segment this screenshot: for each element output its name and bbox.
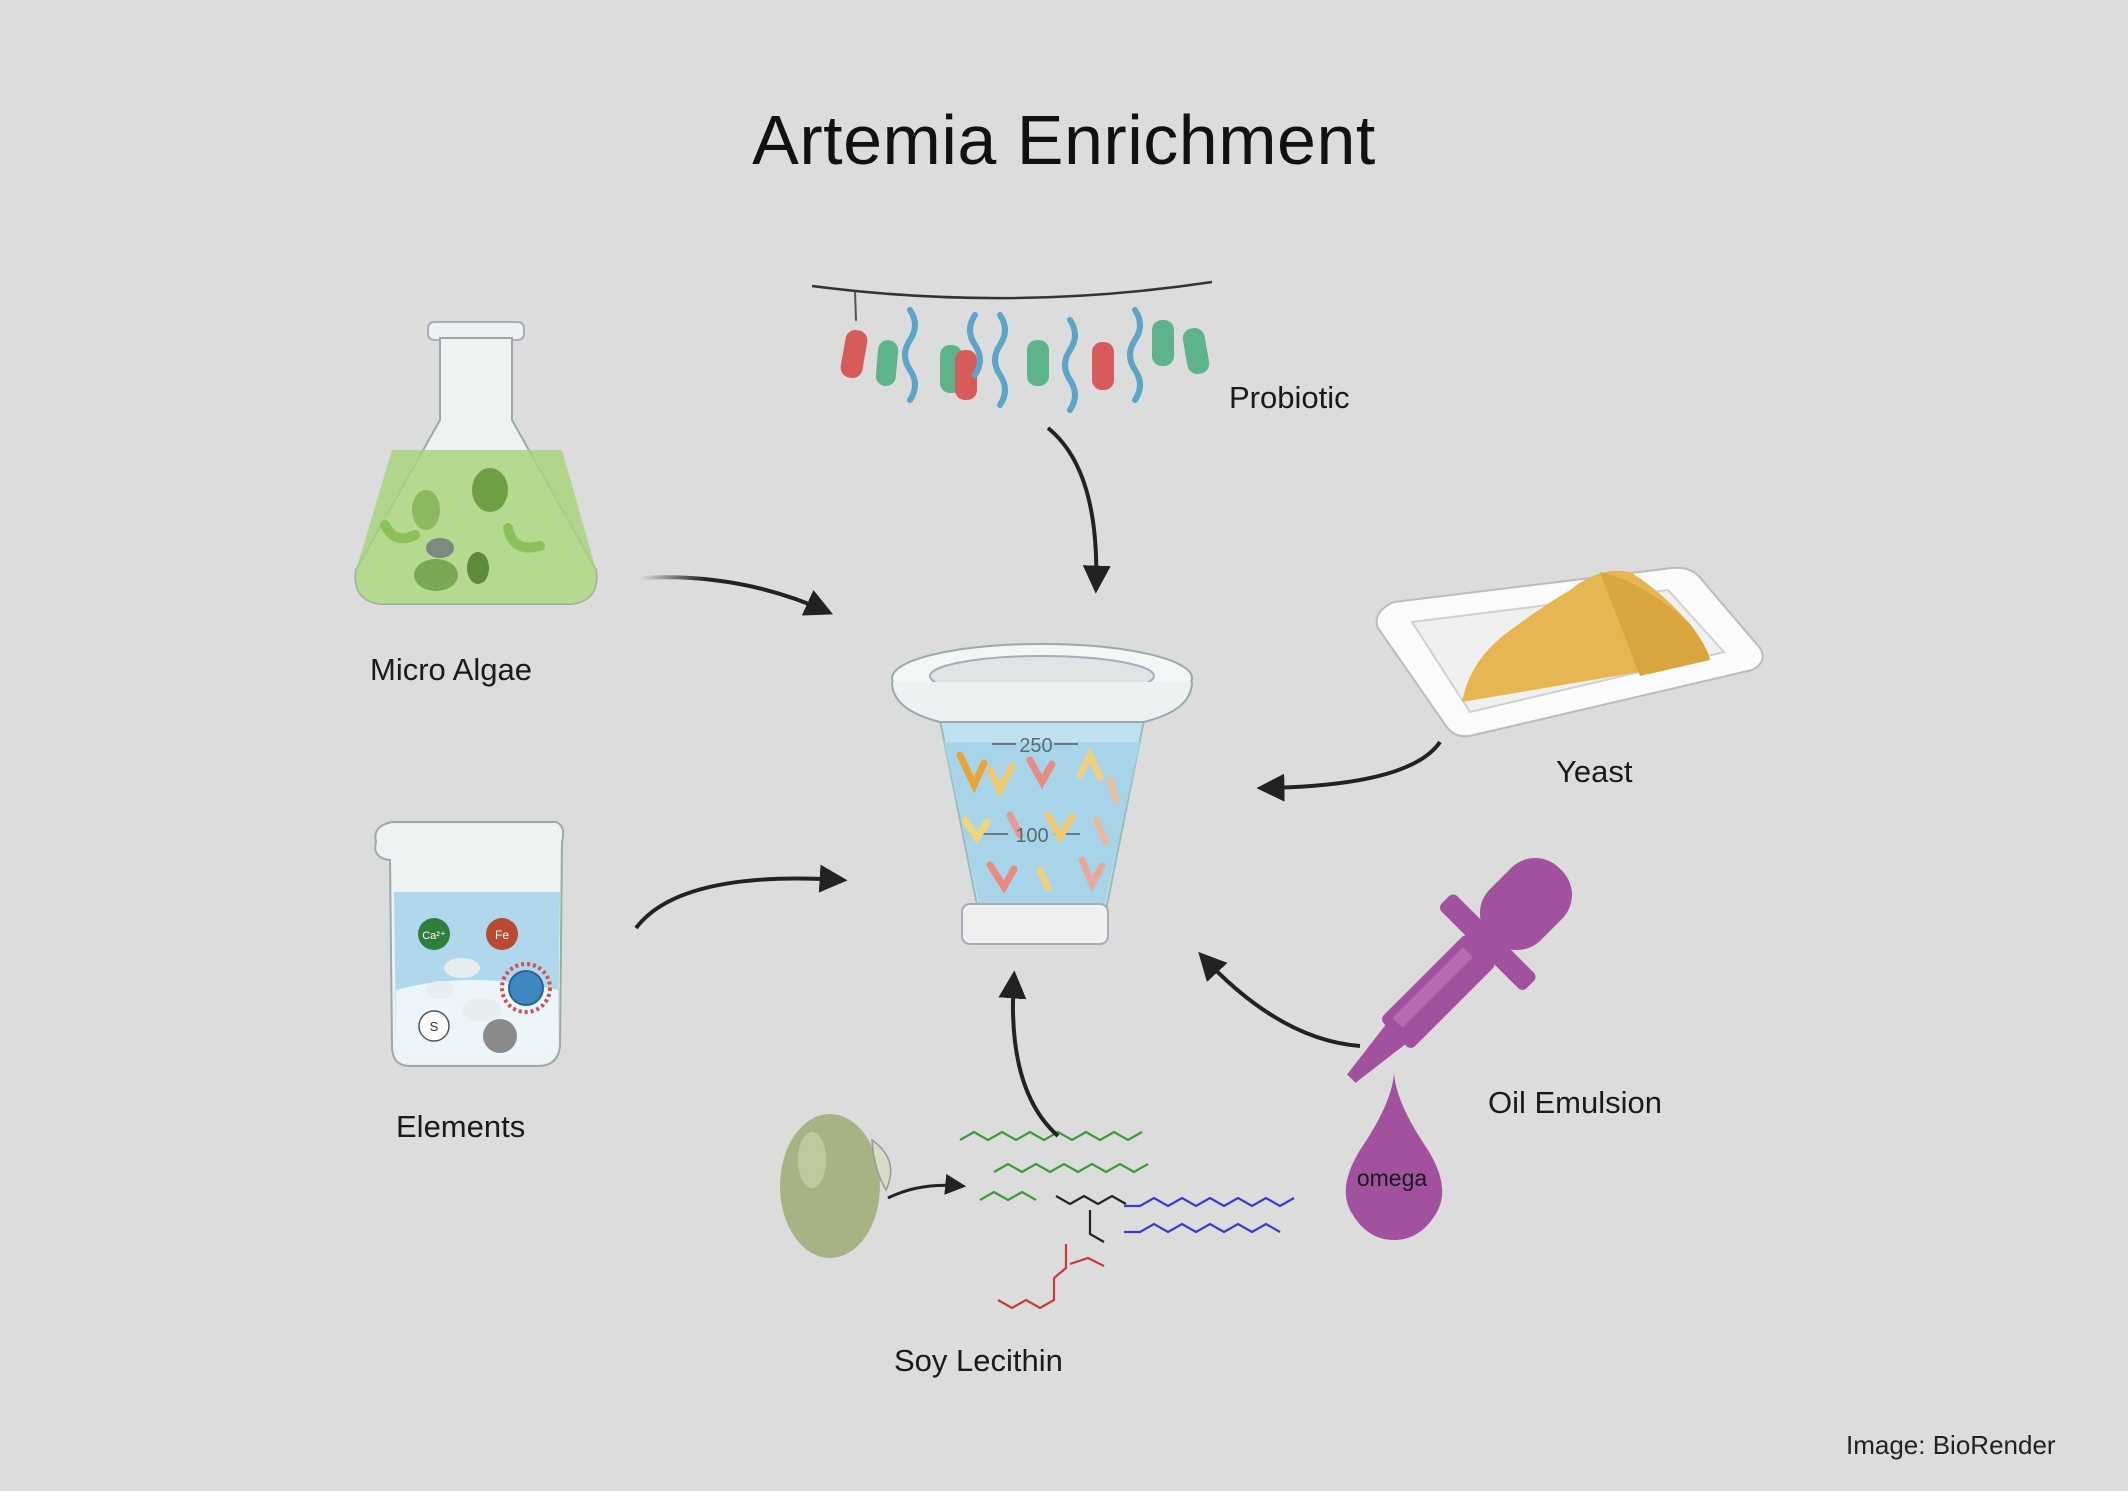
elements-beaker bbox=[374, 821, 565, 1067]
arrow-yeast-to-cup bbox=[1256, 740, 1442, 802]
page-title: Artemia Enrichment bbox=[752, 101, 1376, 179]
probiotic-illustration bbox=[811, 280, 1213, 413]
lecithin-molecule bbox=[959, 1130, 1295, 1310]
artemia-cup bbox=[891, 643, 1193, 945]
arrow-bean-to-lecithin bbox=[887, 1173, 967, 1200]
label-yeast: Yeast bbox=[1556, 754, 1633, 789]
yeast-tray bbox=[1375, 566, 1764, 738]
arrow-oil-to-cup bbox=[1198, 951, 1361, 1048]
omega-label: omega bbox=[1357, 1165, 1428, 1191]
cup-mark-100: 100 bbox=[1015, 825, 1048, 847]
flow-arrows bbox=[634, 426, 1442, 1200]
arrow-lecithin-to-cup bbox=[998, 970, 1060, 1138]
soy-bean bbox=[780, 1114, 892, 1258]
iron-ion-label: Fe bbox=[495, 928, 509, 942]
arrow-elements-to-cup bbox=[634, 864, 848, 930]
oil-dropper bbox=[1345, 858, 1572, 1240]
calcium-ion-label: Ca²⁺ bbox=[422, 930, 446, 942]
label-soy-lecithin: Soy Lecithin bbox=[894, 1343, 1063, 1378]
label-elements: Elements bbox=[396, 1109, 526, 1144]
micro-algae-flask bbox=[354, 321, 598, 605]
image-credit: Image: BioRender bbox=[1846, 1430, 2056, 1460]
cup-mark-250: 250 bbox=[1019, 735, 1052, 757]
label-micro-algae: Micro Algae bbox=[370, 652, 532, 687]
sulfur-label: S bbox=[430, 1019, 439, 1034]
label-probiotic: Probiotic bbox=[1229, 380, 1350, 415]
label-oil-emulsion: Oil Emulsion bbox=[1488, 1085, 1662, 1120]
arrow-algae-to-cup bbox=[639, 575, 834, 616]
arrow-probiotic-to-cup bbox=[1046, 426, 1111, 594]
